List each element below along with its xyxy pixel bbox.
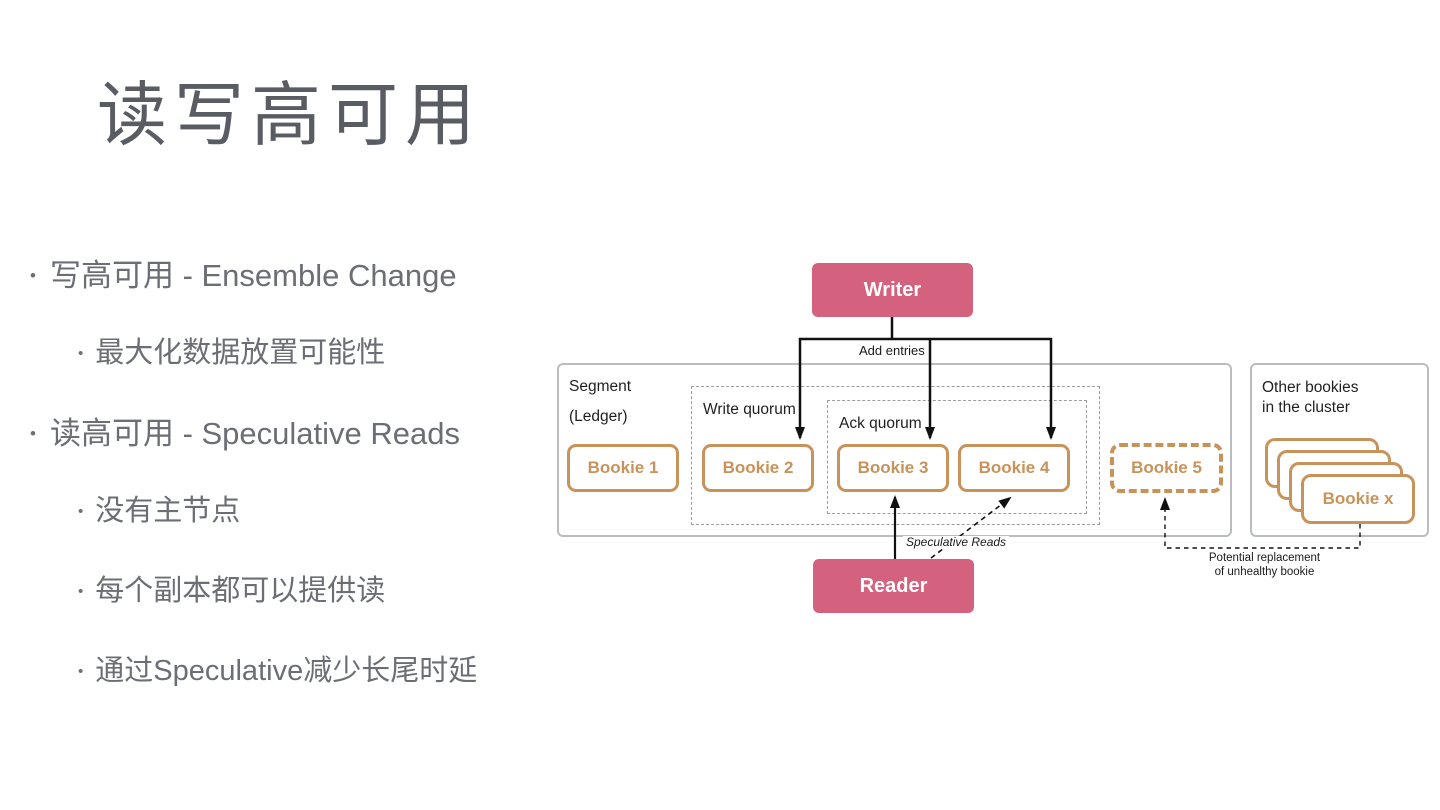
bullet-no-master: • 没有主节点 xyxy=(78,495,240,528)
bullet-text: 通过Speculative减少长尾时延 xyxy=(95,655,478,687)
bullet-text: 写高可用 - Ensemble Change xyxy=(49,258,457,293)
bullet-text: 最大化数据放置可能性 xyxy=(95,337,386,369)
bullet-every-replica-serves-reads: • 每个副本都可以提供读 xyxy=(78,575,385,608)
bookie-1-node: Bookie 1 xyxy=(567,444,679,492)
bullet-dot-icon: • xyxy=(30,424,36,444)
bullet-text: 读高可用 - Speculative Reads xyxy=(49,416,460,451)
writer-node: Writer xyxy=(812,263,973,317)
potential-replacement-line1: Potential replacement xyxy=(1208,552,1321,564)
bullet-write-availability: • 写高可用 - Ensemble Change xyxy=(30,258,457,294)
potential-replacement-line2: of unhealthy bookie xyxy=(1214,566,1315,578)
bullet-text: 没有主节点 xyxy=(95,495,241,527)
bullet-dot-icon: • xyxy=(78,583,84,601)
add-entries-label: Add entries xyxy=(859,343,925,358)
bookie-2-node: Bookie 2 xyxy=(702,444,814,492)
page-title: 读写高可用 xyxy=(97,76,482,154)
bullet-text: 每个副本都可以提供读 xyxy=(95,575,386,607)
bookie-x-node: Bookie x xyxy=(1301,474,1415,524)
bullet-maximize-placement: • 最大化数据放置可能性 xyxy=(78,337,385,370)
other-bookies-label-line1: Other bookies xyxy=(1262,379,1359,396)
reader-node: Reader xyxy=(813,559,974,613)
bullet-dot-icon: • xyxy=(78,345,84,363)
segment-label: Segment xyxy=(569,378,632,395)
bookie-4-node: Bookie 4 xyxy=(958,444,1070,492)
bullet-read-availability: • 读高可用 - Speculative Reads xyxy=(30,416,460,452)
other-bookies-label-line2: in the cluster xyxy=(1262,399,1350,416)
speculative-reads-label: Speculative Reads xyxy=(903,535,1010,550)
bullet-dot-icon: • xyxy=(30,266,36,286)
ack-quorum-label: Ack quorum xyxy=(839,415,922,432)
bookie-5-node: Bookie 5 xyxy=(1110,443,1223,493)
bookie-3-node: Bookie 3 xyxy=(837,444,949,492)
ledger-label: (Ledger) xyxy=(569,408,628,425)
bullet-dot-icon: • xyxy=(78,503,84,521)
write-quorum-label: Write quorum xyxy=(703,401,796,418)
bullet-speculative-tail-latency: • 通过Speculative减少长尾时延 xyxy=(78,655,477,688)
bullet-dot-icon: • xyxy=(78,663,84,681)
potential-replacement-label: Potential replacement of unhealthy booki… xyxy=(1182,551,1347,579)
